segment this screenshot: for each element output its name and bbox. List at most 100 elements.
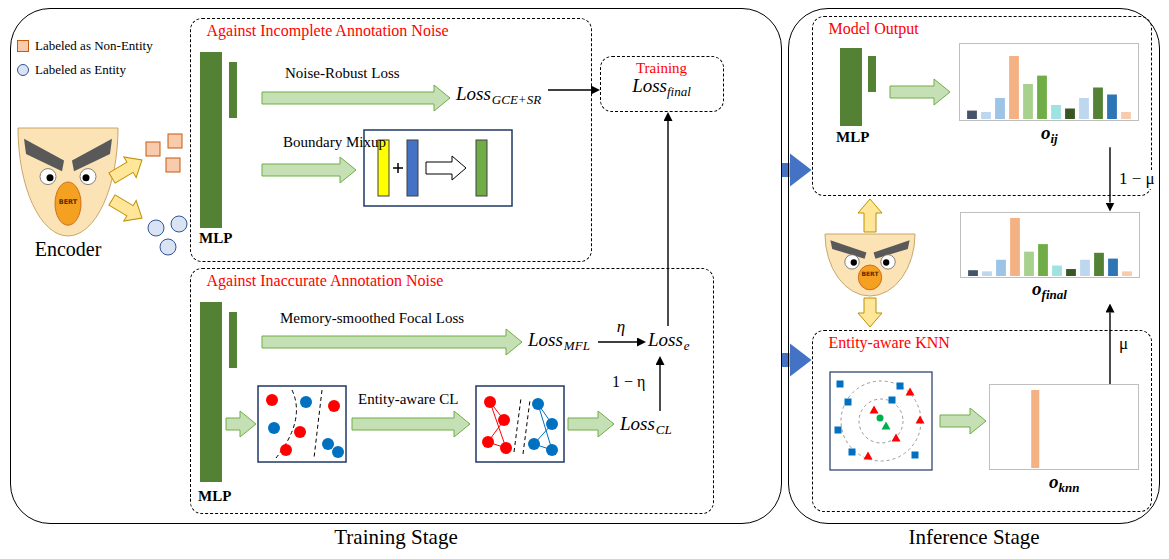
- blue-dot: [268, 422, 280, 434]
- loss-box: TrainingLossfinal: [600, 56, 724, 112]
- text-label: Memory-smoothed Focal Loss: [280, 310, 464, 327]
- chart-label: ofinal: [960, 279, 1140, 302]
- yellow-arrow: [106, 190, 148, 229]
- stage-caption: Inference Stage: [789, 526, 1159, 549]
- chart-label: oknn: [989, 472, 1139, 495]
- score-bar: [1066, 269, 1076, 276]
- score-bar: [1121, 112, 1131, 119]
- legend-text: Labeled as Non-Entity: [35, 38, 153, 54]
- stage-panel: o ij Model Output ofinal oknnEntity-aware KN…: [788, 8, 1160, 524]
- node-text: Training Stage: [334, 525, 457, 549]
- bird-nose: [858, 265, 881, 290]
- node-text: ij: [1050, 131, 1057, 146]
- arrow-line: [598, 341, 637, 342]
- green-arrow: [262, 329, 522, 355]
- yellow-arrow: [858, 199, 882, 232]
- bird-brow: [24, 139, 64, 171]
- entity-circle: [148, 220, 164, 236]
- mlp-bar: [200, 302, 222, 482]
- bird-eye: [845, 255, 859, 269]
- score-bar: [1094, 252, 1104, 275]
- green-arrow: [890, 79, 950, 105]
- bird-head: [825, 234, 915, 296]
- text-label: Loss: [648, 330, 683, 351]
- red-dot: [280, 444, 292, 456]
- red-dot: [482, 436, 494, 448]
- score-bar: [1080, 259, 1090, 275]
- red-dot: [294, 426, 306, 438]
- legend-swatch: [17, 40, 29, 52]
- blue-dot: [322, 438, 334, 450]
- yellow-arrow: [106, 150, 148, 189]
- blue-square: [912, 452, 919, 459]
- subscript: GCE+SR: [492, 93, 541, 107]
- score-bar: [1038, 244, 1048, 276]
- score-bar: [1009, 56, 1019, 119]
- score-bar: [995, 98, 1005, 119]
- arrow-line: [659, 365, 660, 411]
- score-bar: [1023, 84, 1033, 119]
- blue-square: [845, 399, 852, 406]
- text-label: Entity-aware CL: [358, 391, 458, 408]
- node-text: Loss: [632, 75, 667, 96]
- non-entity-square: [168, 134, 182, 148]
- chart-frame: [960, 212, 1139, 277]
- bird-pupil: [883, 259, 889, 265]
- module-box: Against Inaccurate Annotation Noise: [190, 268, 714, 514]
- text-label: MLP: [836, 129, 869, 146]
- green-arrow: [352, 411, 470, 437]
- score-bar: [1032, 390, 1040, 468]
- node-text: final: [1042, 287, 1067, 302]
- bar-chart: [960, 212, 1140, 278]
- triangle-marker: [892, 434, 901, 442]
- triangle-marker: [916, 416, 925, 424]
- score-bar: [1107, 95, 1117, 120]
- mixup-bar: [476, 140, 487, 196]
- entity-circle: [171, 216, 187, 232]
- text-label: MLP: [198, 488, 231, 505]
- score-bar: [1052, 265, 1062, 275]
- score-bar: [1065, 109, 1075, 120]
- green-arrow: [262, 85, 450, 111]
- score-bar: [1010, 218, 1020, 276]
- score-bar: [968, 270, 978, 276]
- arrow-line: [667, 121, 668, 326]
- bird-head: [18, 128, 118, 236]
- non-entity-square: [166, 158, 180, 172]
- flow-arrow: [1109, 147, 1110, 202]
- text-label: Loss: [620, 414, 655, 435]
- legend-swatch: [17, 64, 29, 76]
- plus-sign: [397, 163, 399, 173]
- row: Lossfinal: [601, 76, 723, 99]
- node-text: o: [1032, 278, 1042, 299]
- yellow-arrow: [858, 298, 882, 327]
- green-arrow: [262, 157, 356, 183]
- module-box: oknnEntity-aware KNN: [812, 330, 1152, 512]
- text-label: Loss: [528, 330, 563, 351]
- node-text: Against Inaccurate Annotation Noise: [207, 272, 444, 289]
- scatter-box: [258, 386, 346, 462]
- node-text: knn: [1059, 480, 1080, 495]
- bird-eye: [80, 169, 96, 185]
- triangle-marker: [864, 452, 873, 460]
- query-dot: [877, 415, 884, 422]
- arrow-line: [548, 89, 591, 90]
- module-title: Model Output: [829, 20, 919, 38]
- score-bar: [982, 271, 992, 276]
- bird-nose: [55, 182, 81, 225]
- stage-caption: Training Stage: [11, 526, 781, 549]
- bird-brow: [72, 139, 112, 171]
- stage-panel: Against Incomplete Annotation NoiseTrain…: [10, 8, 782, 524]
- scatter-box: [476, 386, 564, 462]
- score-bar: [1079, 98, 1089, 119]
- text-label: BERT: [861, 271, 878, 278]
- knn-box: [830, 372, 932, 470]
- subscript: CL: [656, 423, 672, 437]
- hollow-arrow: [426, 156, 466, 180]
- node-text: Inference Stage: [908, 525, 1039, 549]
- legend-item: Labeled as Entity: [17, 62, 126, 78]
- green-arrow: [940, 408, 986, 434]
